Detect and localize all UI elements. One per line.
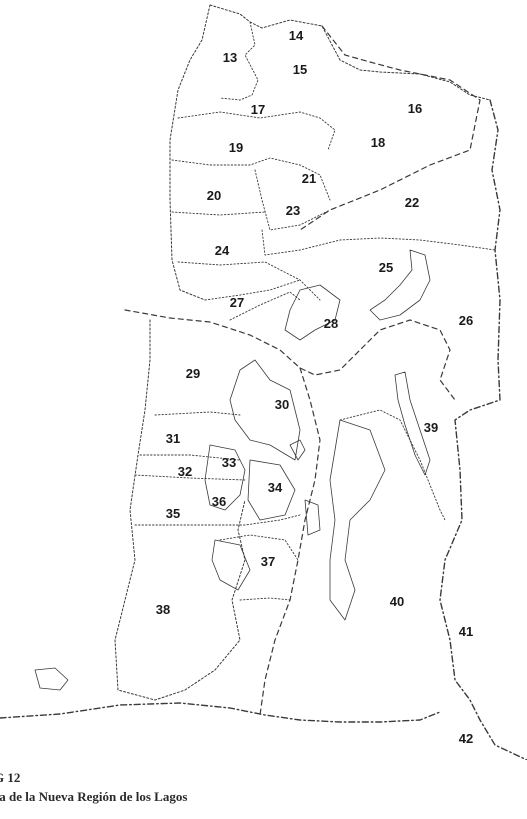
zone-label-41: 41 — [459, 624, 473, 639]
zone-label-20: 20 — [207, 188, 221, 203]
zone-label-34: 34 — [268, 480, 283, 495]
zone-label-19: 19 — [229, 140, 243, 155]
zone-label-23: 23 — [286, 203, 300, 218]
zone-label-26: 26 — [459, 313, 473, 328]
zone-label-40: 40 — [390, 594, 404, 609]
zone-label-22: 22 — [405, 195, 419, 210]
zone-label-28: 28 — [324, 316, 338, 331]
coastline-west — [114, 4, 491, 701]
zone-label-27: 27 — [230, 295, 244, 310]
zone-label-16: 16 — [408, 101, 422, 116]
zone-label-31: 31 — [166, 431, 180, 446]
zone-label-21: 21 — [302, 171, 316, 186]
small-island — [34, 667, 69, 691]
figure-number: G 12 — [0, 770, 21, 785]
fjord-outline — [394, 371, 431, 476]
boundary-middle — [124, 309, 456, 401]
lake-outline-2 — [284, 284, 341, 341]
lake-outline-1 — [369, 249, 431, 321]
border-east — [439, 99, 527, 760]
inner-sea-outline — [229, 359, 301, 461]
zone-label-38: 38 — [156, 602, 170, 617]
zone-label-39: 39 — [424, 420, 438, 435]
zone-label-42: 42 — [459, 731, 473, 746]
zone-label-33: 33 — [222, 455, 236, 470]
figure-title: pa de la Nueva Región de los Lagos — [0, 789, 188, 804]
zone-label-37: 37 — [261, 554, 275, 569]
zone-label-36: 36 — [212, 494, 226, 509]
zone-label-14: 14 — [289, 28, 304, 43]
zone-label-25: 25 — [379, 260, 393, 275]
zone-label-30: 30 — [275, 397, 289, 412]
zone-label-18: 18 — [371, 135, 385, 150]
zone-label-17: 17 — [251, 102, 265, 117]
zone-label-32: 32 — [178, 464, 192, 479]
zone-label-15: 15 — [293, 62, 307, 77]
zone-label-29: 29 — [186, 366, 200, 381]
gulf-outline — [329, 419, 386, 621]
figure-caption: G 12 pa de la Nueva Región de los Lagos — [0, 768, 520, 806]
islands-cluster — [204, 439, 321, 591]
boundary-north — [299, 25, 481, 231]
internal-boundaries — [134, 21, 496, 601]
region-map: 13 14 15 16 17 18 19 20 21 22 23 24 25 26 27 28 29 30 31 32… — [0, 4, 527, 760]
zone-label-24: 24 — [215, 243, 230, 258]
border-south — [0, 702, 441, 723]
zone-label-13: 13 — [223, 50, 237, 65]
boundary-chiloe — [259, 367, 321, 716]
zone-label-35: 35 — [166, 506, 180, 521]
